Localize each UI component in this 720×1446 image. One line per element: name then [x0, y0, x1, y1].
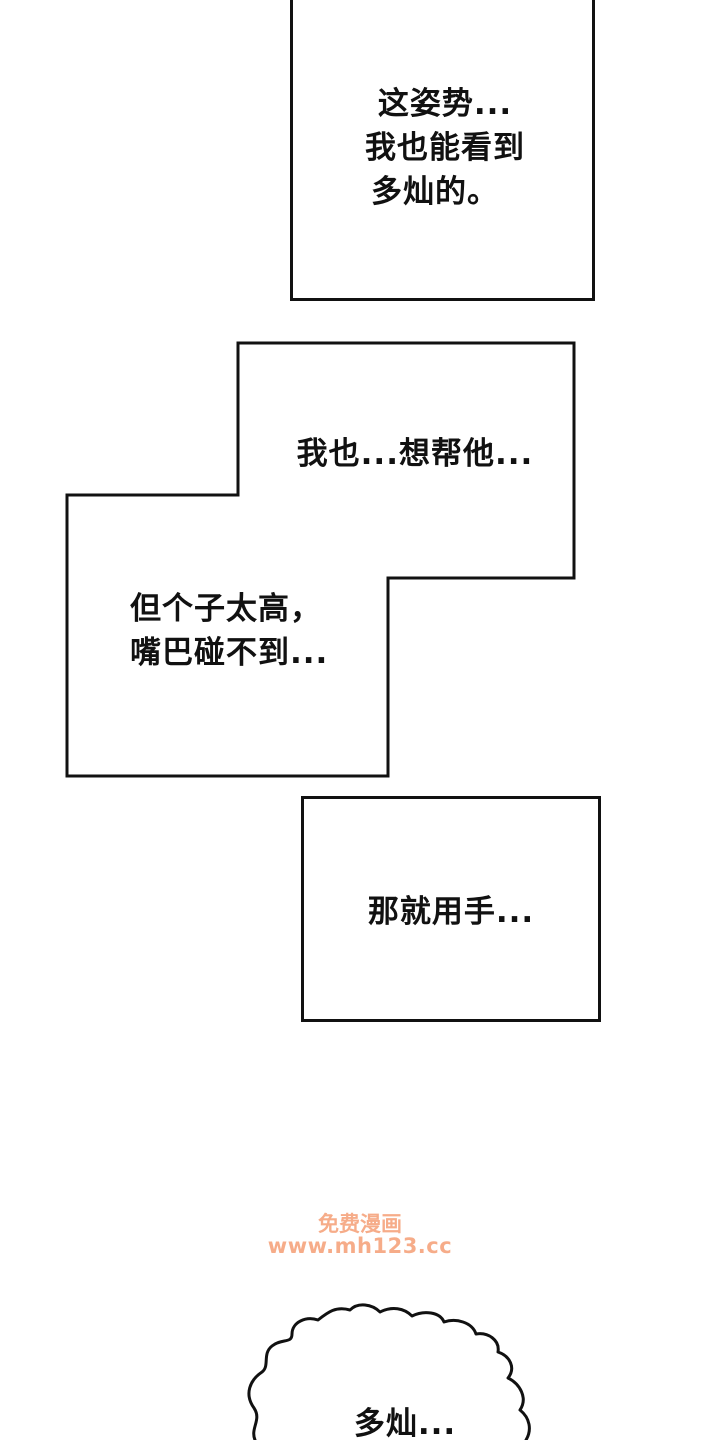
caption-line: 但个子太高，	[130, 591, 322, 627]
caption-line: 多灿...	[353, 1406, 457, 1442]
caption-line: 这姿势...	[377, 86, 513, 122]
caption-line: 我也...想帮他...	[296, 436, 534, 472]
caption-box-1-text: 这姿势... 我也能看到 多灿的。	[345, 82, 545, 214]
caption-line: 我也能看到	[365, 130, 525, 166]
caption-box-1	[290, 0, 595, 301]
caption-box-2-bottom-text: 但个子太高， 嘴巴碰不到...	[130, 587, 350, 675]
caption-box-3	[301, 796, 601, 1022]
caption-box-2-top-text: 我也...想帮他...	[290, 432, 540, 476]
watermark-line-1: 免费漫画	[318, 1212, 402, 1236]
caption-line: 嘴巴碰不到...	[130, 635, 329, 671]
caption-line: 那就用手...	[367, 894, 535, 930]
thought-bubble-text: 多灿...	[330, 1402, 480, 1446]
caption-box-3-text: 那就用手...	[340, 890, 562, 934]
caption-box-2-outline	[65, 341, 576, 778]
watermark-line-2: www.mh123.cc	[267, 1234, 453, 1258]
caption-line: 多灿的。	[371, 174, 499, 210]
